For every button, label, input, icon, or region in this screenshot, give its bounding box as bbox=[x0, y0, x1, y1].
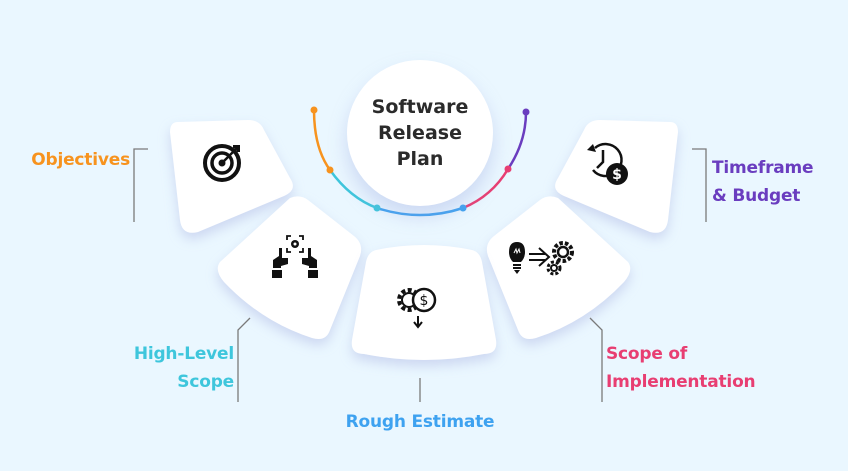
gear-dollar-icon: $ bbox=[397, 287, 437, 329]
label-scope-impl-line-1: Scope of bbox=[606, 344, 688, 364]
target-icon bbox=[203, 144, 241, 182]
title-line-1: Software bbox=[371, 96, 469, 118]
label-scope-impl-line-2: Implementation bbox=[606, 372, 756, 392]
label-scope-of-implementation: Scope of Implementation bbox=[606, 340, 756, 396]
label-high-level-line-2: Scope bbox=[177, 372, 234, 392]
label-objectives: Objectives bbox=[26, 146, 130, 174]
hands-gear-icon bbox=[272, 235, 318, 278]
arc-dots bbox=[310, 106, 530, 212]
bulb-to-gears-icon bbox=[509, 241, 574, 276]
clock-dollar-icon: $ bbox=[587, 142, 628, 185]
tile-high-level-scope bbox=[217, 196, 362, 339]
label-objectives-line-1: Objectives bbox=[31, 150, 130, 170]
label-high-level-line-1: High-Level bbox=[133, 344, 234, 364]
label-timeframe-line-1: Timeframe bbox=[712, 158, 814, 178]
label-rough-estimate-line-1: Rough Estimate bbox=[345, 412, 495, 432]
connector-lines bbox=[133, 148, 707, 402]
label-rough-estimate: Rough Estimate bbox=[320, 408, 520, 436]
center-title: Software Release Plan bbox=[347, 60, 493, 206]
title-line-2: Release bbox=[378, 122, 462, 144]
progress-arc bbox=[312, 108, 528, 217]
title-line-3: Plan bbox=[396, 148, 444, 170]
svg-text:$: $ bbox=[612, 167, 622, 183]
svg-text:$: $ bbox=[420, 293, 429, 309]
label-timeframe-budget: Timeframe & Budget bbox=[712, 154, 814, 210]
label-high-level-scope: High-Level Scope bbox=[110, 340, 234, 396]
label-timeframe-line-2: & Budget bbox=[712, 186, 801, 206]
